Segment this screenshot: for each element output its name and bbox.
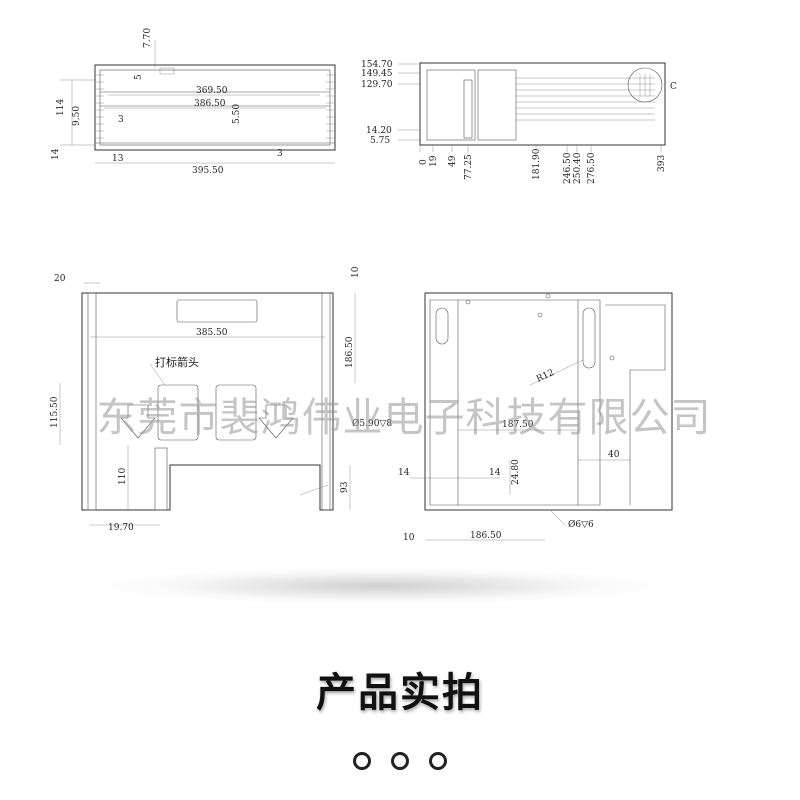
detail-label-c: C [670, 82, 677, 92]
dim-bottom-left-6: 93 [340, 481, 350, 493]
ord-bottom-0: 0 [419, 159, 429, 165]
dim-bottom-left-7: 19.70 [108, 523, 134, 533]
ord-bottom-2: 49 [448, 155, 458, 167]
dim-top-left-8: 14 [51, 148, 61, 160]
dim-bottom-right-0: R12 [535, 368, 556, 385]
ord-bottom-7: 276.50 [587, 152, 597, 184]
dim-top-left-4: 3 [118, 115, 124, 125]
dim-top-left-10: 3 [277, 149, 283, 159]
ord-bottom-8: 393 [657, 155, 667, 172]
ord-bottom-1: 19 [429, 155, 439, 167]
dim-top-left-0: 7.70 [143, 28, 153, 48]
dim-bottom-right-6: 10 [403, 533, 415, 543]
dim-top-left-6: 386.50 [194, 99, 226, 109]
technical-drawing: 7.70 5 114 9.50 3 369.50 386.50 5.50 14 … [50, 28, 677, 543]
ord-left-4: 5.75 [370, 136, 390, 146]
dim-bottom-left-5: 110 [118, 468, 128, 485]
dim-bottom-right-2: 40 [608, 450, 620, 460]
dim-top-left-5: 369.50 [196, 86, 228, 96]
top-right-view: C 154.70 149.45 129.70 14.20 5.75 0 19 4… [361, 60, 677, 184]
ord-left-1: 149.45 [361, 69, 393, 79]
dim-bottom-left-2: 385.50 [196, 328, 228, 338]
dim-top-left-9: 13 [112, 154, 124, 164]
bottom-right-view: R12 187.50 40 14 14 24.80 10 186.50 Ø6▽6 [398, 292, 673, 543]
dim-bottom-right-1: 187.50 [502, 420, 534, 430]
bottom-left-view: 20 10 385.50 186.50 115.50 110 93 19.70 … [50, 266, 392, 533]
dim-bottom-right-5: 24.80 [511, 459, 521, 485]
dim-top-left-2: 114 [56, 99, 66, 116]
ord-bottom-6: 250.40 [573, 152, 583, 184]
dim-top-left-11: 395.50 [192, 166, 224, 176]
shadow-band [110, 568, 650, 604]
dim-bottom-left-3: 186.50 [345, 336, 355, 368]
ord-left-0: 154.70 [361, 60, 393, 70]
section-title: 产品实拍 [316, 670, 484, 716]
dim-bottom-left-4: 115.50 [50, 396, 60, 428]
ord-bottom-5: 246.50 [563, 152, 573, 184]
ord-bottom-3: 77.25 [464, 154, 474, 180]
dim-top-left-7: 5.50 [232, 104, 242, 124]
dim-bottom-right-3: 14 [398, 468, 410, 478]
dim-bottom-right-4: 14 [489, 468, 501, 478]
dim-top-left-1: 5 [134, 74, 144, 80]
ord-left-2: 129.70 [361, 80, 393, 90]
marking-arrow-note: 打标箭头 [155, 355, 199, 369]
ord-left-3: 14.20 [366, 126, 392, 136]
pager-dot[interactable] [391, 752, 409, 770]
pager-dots[interactable] [0, 752, 800, 770]
dim-bottom-left-1: 10 [351, 266, 361, 278]
top-left-view: 7.70 5 114 9.50 3 369.50 386.50 5.50 14 … [51, 28, 336, 176]
hole-note-right: Ø6▽6 [568, 519, 594, 530]
pager-dot[interactable] [353, 752, 371, 770]
ord-bottom-4: 181.90 [532, 148, 542, 180]
company-watermark: 东莞市裴鸿伟业电子科技有限公司 [96, 395, 712, 441]
hole-note-left: Ø5.90▽8 [352, 418, 392, 429]
dim-bottom-left-0: 20 [54, 274, 66, 284]
pager-dot[interactable] [429, 752, 447, 770]
dim-top-left-3: 9.50 [72, 106, 82, 126]
dim-bottom-right-7: 186.50 [470, 531, 502, 541]
